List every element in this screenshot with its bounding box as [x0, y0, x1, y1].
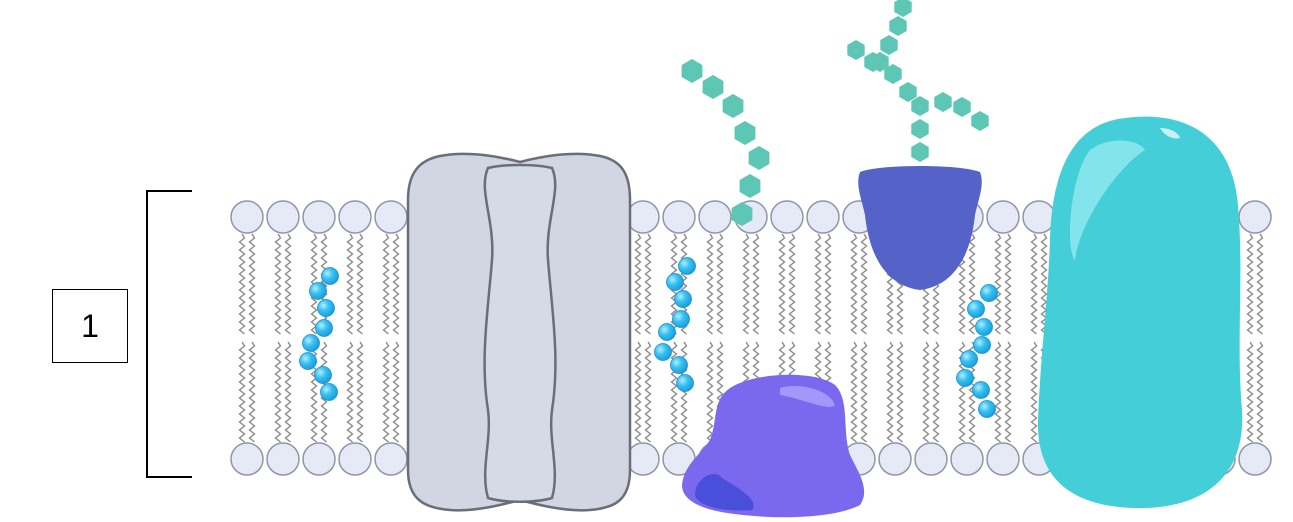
lipid-tail: [1256, 233, 1264, 335]
lipid-tail: [284, 341, 292, 443]
lipid-tail: [356, 233, 364, 335]
phospholipid-head: [878, 442, 912, 476]
phospholipid-head: [950, 442, 984, 476]
lipid-tail: [922, 341, 930, 443]
lipid-tail: [994, 233, 1002, 335]
lipid-tail: [644, 233, 652, 335]
lipid-tail: [706, 233, 714, 335]
lipid-tail: [238, 341, 246, 443]
lipid-tail: [1256, 341, 1264, 443]
glycan-chain-icon: [847, 0, 989, 162]
glycan-chain-icon: [681, 59, 770, 226]
phospholipid-head: [914, 442, 948, 476]
phospholipid-head: [986, 200, 1020, 234]
lipid-tail: [1004, 233, 1012, 335]
lipid-tail: [274, 341, 282, 443]
lipid-tail: [824, 233, 832, 335]
lipid-tail: [634, 233, 642, 335]
lipid-tail: [850, 233, 858, 335]
lipid-tail: [742, 233, 750, 335]
lipid-tail: [392, 233, 400, 335]
cholesterol-icon: [956, 284, 998, 418]
lipid-tail: [778, 233, 786, 335]
phospholipid-head: [230, 200, 264, 234]
lipid-tail: [1030, 341, 1038, 443]
cholesterol-icon: [654, 257, 696, 392]
lipid-tail: [346, 341, 354, 443]
phospholipid-head: [698, 200, 732, 234]
lipid-tail: [248, 233, 256, 335]
lipid-tail: [814, 233, 822, 335]
channel-protein-icon: [406, 152, 632, 512]
integral-protein-icon: [1037, 116, 1243, 508]
phospholipid-head: [1022, 200, 1056, 234]
phospholipid-head: [806, 200, 840, 234]
lipid-tail: [716, 233, 724, 335]
bilayer-bracket: [146, 190, 192, 478]
lipid-tail: [284, 233, 292, 335]
phospholipid-head: [338, 442, 372, 476]
lipid-tail: [850, 341, 858, 443]
lipid-tail: [382, 233, 390, 335]
lipid-tail: [1030, 233, 1038, 335]
lipid-tail: [356, 341, 364, 443]
phospholipid-head: [626, 442, 660, 476]
glycan-chains: [681, 0, 989, 226]
phospholipid-head: [374, 442, 408, 476]
lipid-tail: [1246, 233, 1254, 335]
lipid-tail: [670, 341, 678, 443]
phospholipid-head: [986, 442, 1020, 476]
phospholipid-head: [338, 200, 372, 234]
glycoprotein-icon: [858, 166, 982, 290]
lipid-tail: [886, 341, 894, 443]
phospholipid-head: [230, 442, 264, 476]
lipid-tail: [320, 233, 328, 335]
phospholipid-head: [302, 200, 336, 234]
lipid-tail: [1246, 341, 1254, 443]
cholesterol-group: [299, 257, 998, 418]
lipid-tail: [788, 233, 796, 335]
peripheral-protein-icon: [682, 374, 865, 518]
lipid-tail: [1004, 341, 1012, 443]
lipid-tail: [932, 341, 940, 443]
lipid-tail: [860, 233, 868, 335]
phospholipid-head: [266, 442, 300, 476]
label-number: 1: [81, 307, 99, 344]
lipid-tail: [346, 233, 354, 335]
lipid-tail: [896, 341, 904, 443]
lipid-tail: [634, 341, 642, 443]
lipid-tail: [274, 233, 282, 335]
cholesterol-icon: [299, 267, 339, 401]
phospholipid-head: [302, 442, 336, 476]
lipid-tail: [238, 233, 246, 335]
lipid-tail: [860, 341, 868, 443]
lipid-tail: [994, 341, 1002, 443]
phospholipid-head: [1238, 200, 1272, 234]
phospholipid-head: [1238, 442, 1272, 476]
lipid-tail: [382, 341, 390, 443]
phospholipid-head: [266, 200, 300, 234]
phospholipid-head: [770, 200, 804, 234]
lipid-tail: [644, 341, 652, 443]
lipid-tail: [248, 341, 256, 443]
lipid-tail: [706, 341, 714, 443]
phospholipid-head: [374, 200, 408, 234]
lipid-tail: [392, 341, 400, 443]
phospholipid-head: [626, 200, 660, 234]
label-box-1: 1: [52, 289, 128, 363]
lipid-tail: [752, 233, 760, 335]
phospholipid-head: [662, 200, 696, 234]
lipid-tail: [968, 233, 976, 335]
